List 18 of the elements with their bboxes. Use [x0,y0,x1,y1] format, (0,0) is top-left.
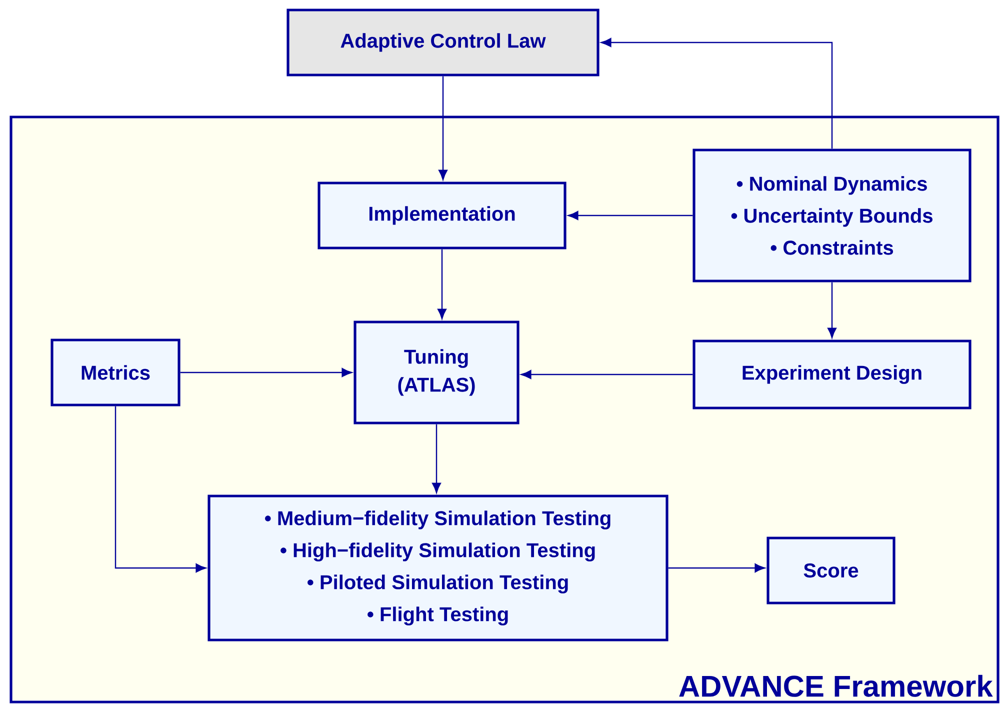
arrow [180,368,352,377]
arrow [600,38,833,149]
process-box: Implementation [318,182,566,250]
process-box: Tuning (ATLAS) [354,320,520,424]
arrow [520,370,693,379]
process-box: Adaptive Control Law [286,8,600,76]
arrow [432,424,441,494]
arrow [438,76,448,180]
process-box: Metrics [50,338,180,406]
arrow [668,564,766,572]
process-box: Experiment Design [692,340,972,410]
process-box: Score [766,536,896,604]
arrow [114,406,206,572]
process-box: • Nominal Dynamics • Uncertainty Bounds • Constraints [692,148,972,282]
arrow [828,282,836,338]
process-box: • Medium−fidelity Simulation Testing • High−fidelity Simulation Testing • Piloted Simulation Testing • Flight Testing [208,494,668,642]
arrow [568,211,693,220]
arrow [438,249,446,320]
